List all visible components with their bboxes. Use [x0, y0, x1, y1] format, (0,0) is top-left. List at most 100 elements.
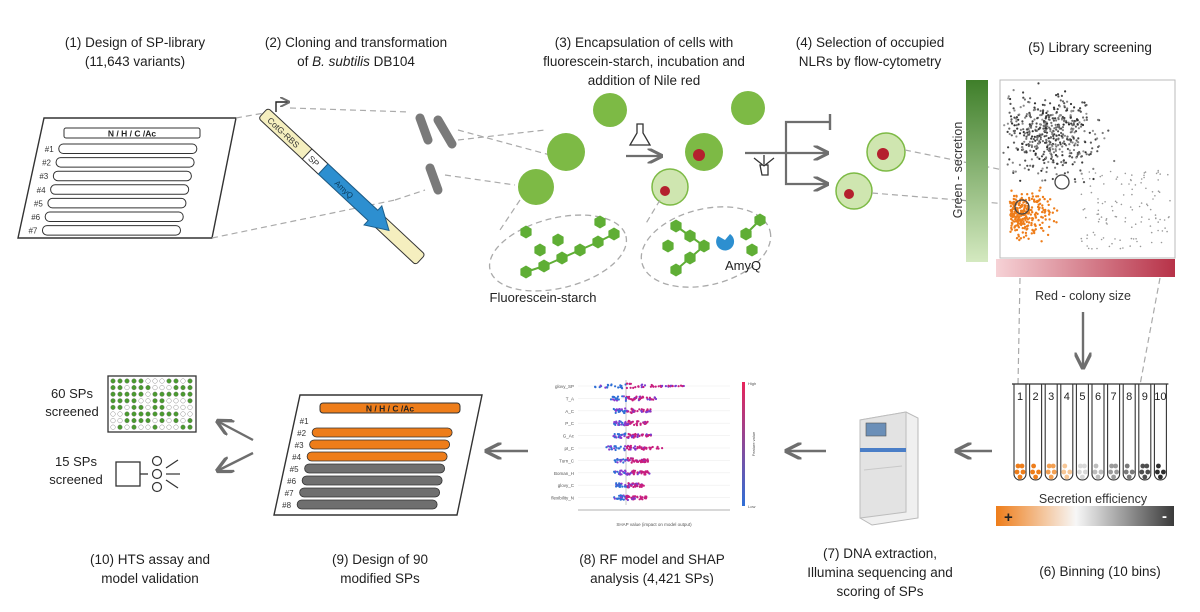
scatter-point-sparse: [1131, 193, 1133, 196]
scatter-point: [1013, 124, 1016, 127]
step1-line2: (11,643 variants): [84, 54, 186, 69]
scatter-point: [1055, 134, 1058, 137]
microplate-well: [110, 418, 116, 424]
scatter-point: [1074, 142, 1077, 145]
scatter-point-sparse: [1097, 201, 1099, 204]
microplate-well: [110, 424, 116, 430]
bin-cell: [1113, 463, 1118, 469]
scatter-point-orange: [1009, 230, 1012, 233]
scatter-point-orange: [1046, 200, 1049, 203]
scatter-point-orange: [1047, 209, 1050, 212]
shap-point: [617, 398, 620, 401]
scatter-point-orange: [1027, 196, 1031, 200]
scatter-point-orange: [1017, 235, 1020, 238]
scatter-point: [1066, 107, 1069, 110]
scatter-point: [1058, 148, 1061, 151]
scatter-point-orange: [1030, 197, 1034, 201]
scatter-point-sparse: [1109, 170, 1112, 173]
scatter-point-sparse: [1157, 171, 1159, 173]
microplate-well: [180, 378, 186, 384]
scatter-point: [1023, 134, 1026, 137]
scatter-point-sparse: [1119, 239, 1121, 241]
shap-point: [640, 446, 643, 449]
scatter-point-orange: [1010, 228, 1013, 231]
scatter-point: [1043, 161, 1046, 165]
shap-point: [629, 386, 632, 389]
shap-point: [624, 407, 627, 410]
modified-rows: N / H / C /Ac#1#2#3#4#5#6#7#8: [282, 402, 461, 510]
scatter-point: [1080, 172, 1083, 175]
scatter-point-orange: [1048, 218, 1051, 221]
shap-point: [621, 485, 624, 488]
scatter-point: [1082, 150, 1085, 153]
shap-point: [651, 384, 654, 387]
microplate-well: [131, 391, 137, 397]
scatter-point: [1047, 114, 1050, 117]
shap-point: [629, 448, 632, 451]
scatter-point-orange: [1048, 225, 1051, 229]
step8-line1: (8) RF model and SHAP: [579, 552, 725, 567]
shap-point: [619, 435, 622, 438]
bin-cell: [1126, 474, 1132, 480]
shap-point: [639, 484, 642, 487]
shap-point: [641, 498, 644, 501]
scatter-point-orange: [1014, 198, 1017, 201]
modified-row: [311, 427, 453, 438]
shap-point: [628, 420, 631, 423]
scatter-point: [1061, 134, 1064, 137]
scatter-point-sparse: [1081, 177, 1084, 180]
modified-row: [296, 499, 438, 510]
scatter-point-orange: [1019, 221, 1023, 224]
shap-point: [633, 398, 636, 401]
scatter-point: [1060, 118, 1064, 121]
scatter-point: [1057, 137, 1060, 140]
scatter-point: [1050, 153, 1053, 156]
step1-line1: (1) Design of SP-library: [64, 35, 206, 50]
microplate-well: [138, 418, 144, 424]
scatter-point-sparse: [1101, 202, 1104, 205]
microplate-well: [166, 404, 172, 410]
scatter-point: [1029, 164, 1032, 167]
microplate-well: [124, 404, 130, 410]
scatter-point: [1049, 130, 1052, 133]
microplate-well: [145, 385, 151, 391]
shap-point: [625, 386, 629, 390]
glucose-unit: [746, 243, 758, 257]
step10-label: (10) HTS assay and model validation: [60, 550, 240, 588]
scatter-point: [1028, 131, 1031, 134]
green-axis-label: Green - secretion: [951, 122, 965, 219]
step7-label: (7) DNA extraction, Illumina sequencing …: [780, 544, 980, 601]
scatter-point: [1007, 97, 1010, 100]
scatter-point-sparse: [1097, 209, 1100, 212]
bin-cell: [1108, 469, 1113, 475]
bin-cell: [1077, 469, 1082, 475]
bin-tube: [1029, 384, 1043, 481]
scatter-point: [1047, 160, 1050, 164]
shap-point: [635, 422, 639, 425]
scatter-point: [1009, 102, 1012, 105]
library-row: [52, 170, 192, 182]
scatter-point-sparse: [1169, 199, 1171, 202]
shap-point: [613, 396, 616, 399]
scatter-point-sparse: [1152, 198, 1154, 200]
plasmid-construct: CotG-RBS SP AmyQ: [259, 108, 425, 265]
shap-point: [623, 495, 626, 498]
sequencer-panel-line: [863, 465, 903, 471]
bin-cell: [1080, 474, 1085, 480]
scatter-point: [1063, 142, 1066, 145]
bin-cell: [1093, 463, 1099, 469]
fc-beam-1: [165, 459, 179, 469]
bin-cell: [1155, 469, 1160, 475]
bin-cell: [1144, 463, 1150, 469]
scatter-point: [1069, 138, 1073, 142]
scatter-point: [1066, 135, 1069, 138]
scatter-point-orange: [1041, 195, 1045, 199]
shap-point: [640, 447, 643, 450]
scatter-point: [1074, 125, 1077, 128]
scatter-point: [1030, 137, 1033, 140]
red-axis-bar: [996, 259, 1175, 277]
scatter-point: [1048, 143, 1051, 146]
scatter-point-sparse: [1101, 174, 1103, 177]
